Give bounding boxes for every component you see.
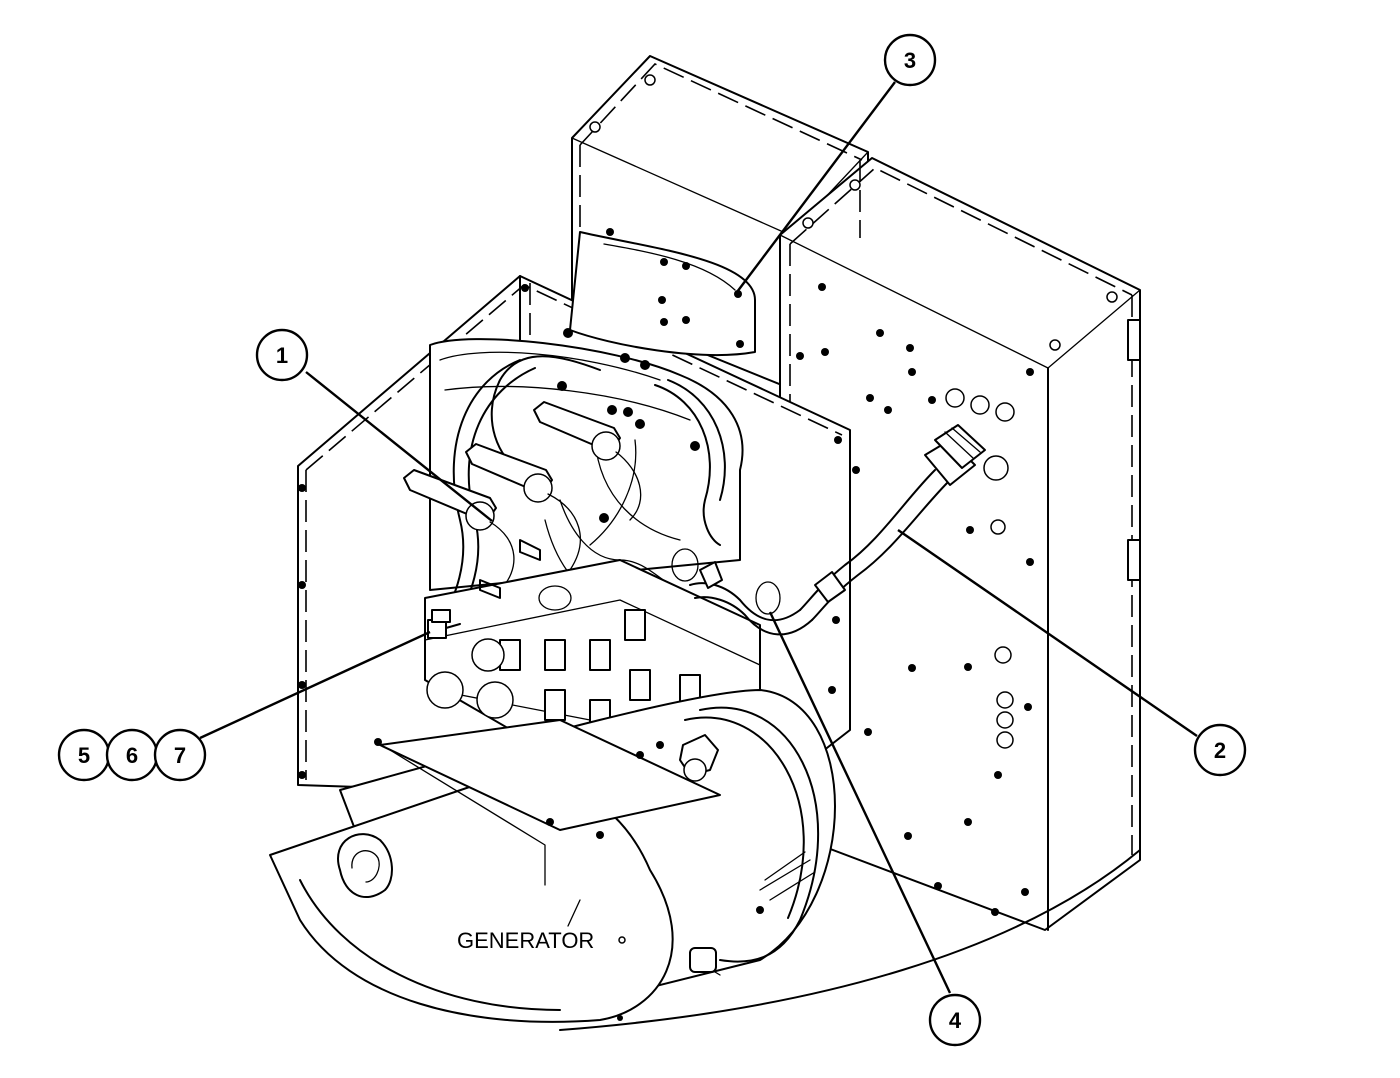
callout-5: 5	[57, 728, 111, 782]
rotor-housing	[429, 328, 744, 591]
harness-hose	[538, 424, 986, 636]
callout-1: 1	[255, 328, 309, 382]
ground-arc	[559, 849, 1141, 1031]
nut-assembly	[427, 609, 461, 639]
svg-text:5: 5	[78, 743, 90, 768]
svg-text:3: 3	[904, 48, 916, 73]
svg-text:2: 2	[1214, 738, 1226, 763]
callout-7: 7	[153, 728, 207, 782]
switch-handles	[403, 401, 642, 591]
svg-text:1: 1	[276, 343, 288, 368]
callout-2: 2	[1193, 723, 1247, 777]
svg-text:4: 4	[949, 1008, 962, 1033]
generator-label: GENERATOR	[457, 928, 594, 953]
callout-3: 3	[883, 33, 937, 87]
generator-body	[269, 689, 836, 1023]
callout-6: 6	[105, 728, 159, 782]
callout-4: 4	[928, 993, 982, 1047]
stator-hub	[569, 228, 756, 356]
leader-lines	[199, 81, 1198, 994]
terminal-studs	[499, 609, 701, 731]
svg-text:7: 7	[174, 743, 186, 768]
svg-text:6: 6	[126, 743, 138, 768]
